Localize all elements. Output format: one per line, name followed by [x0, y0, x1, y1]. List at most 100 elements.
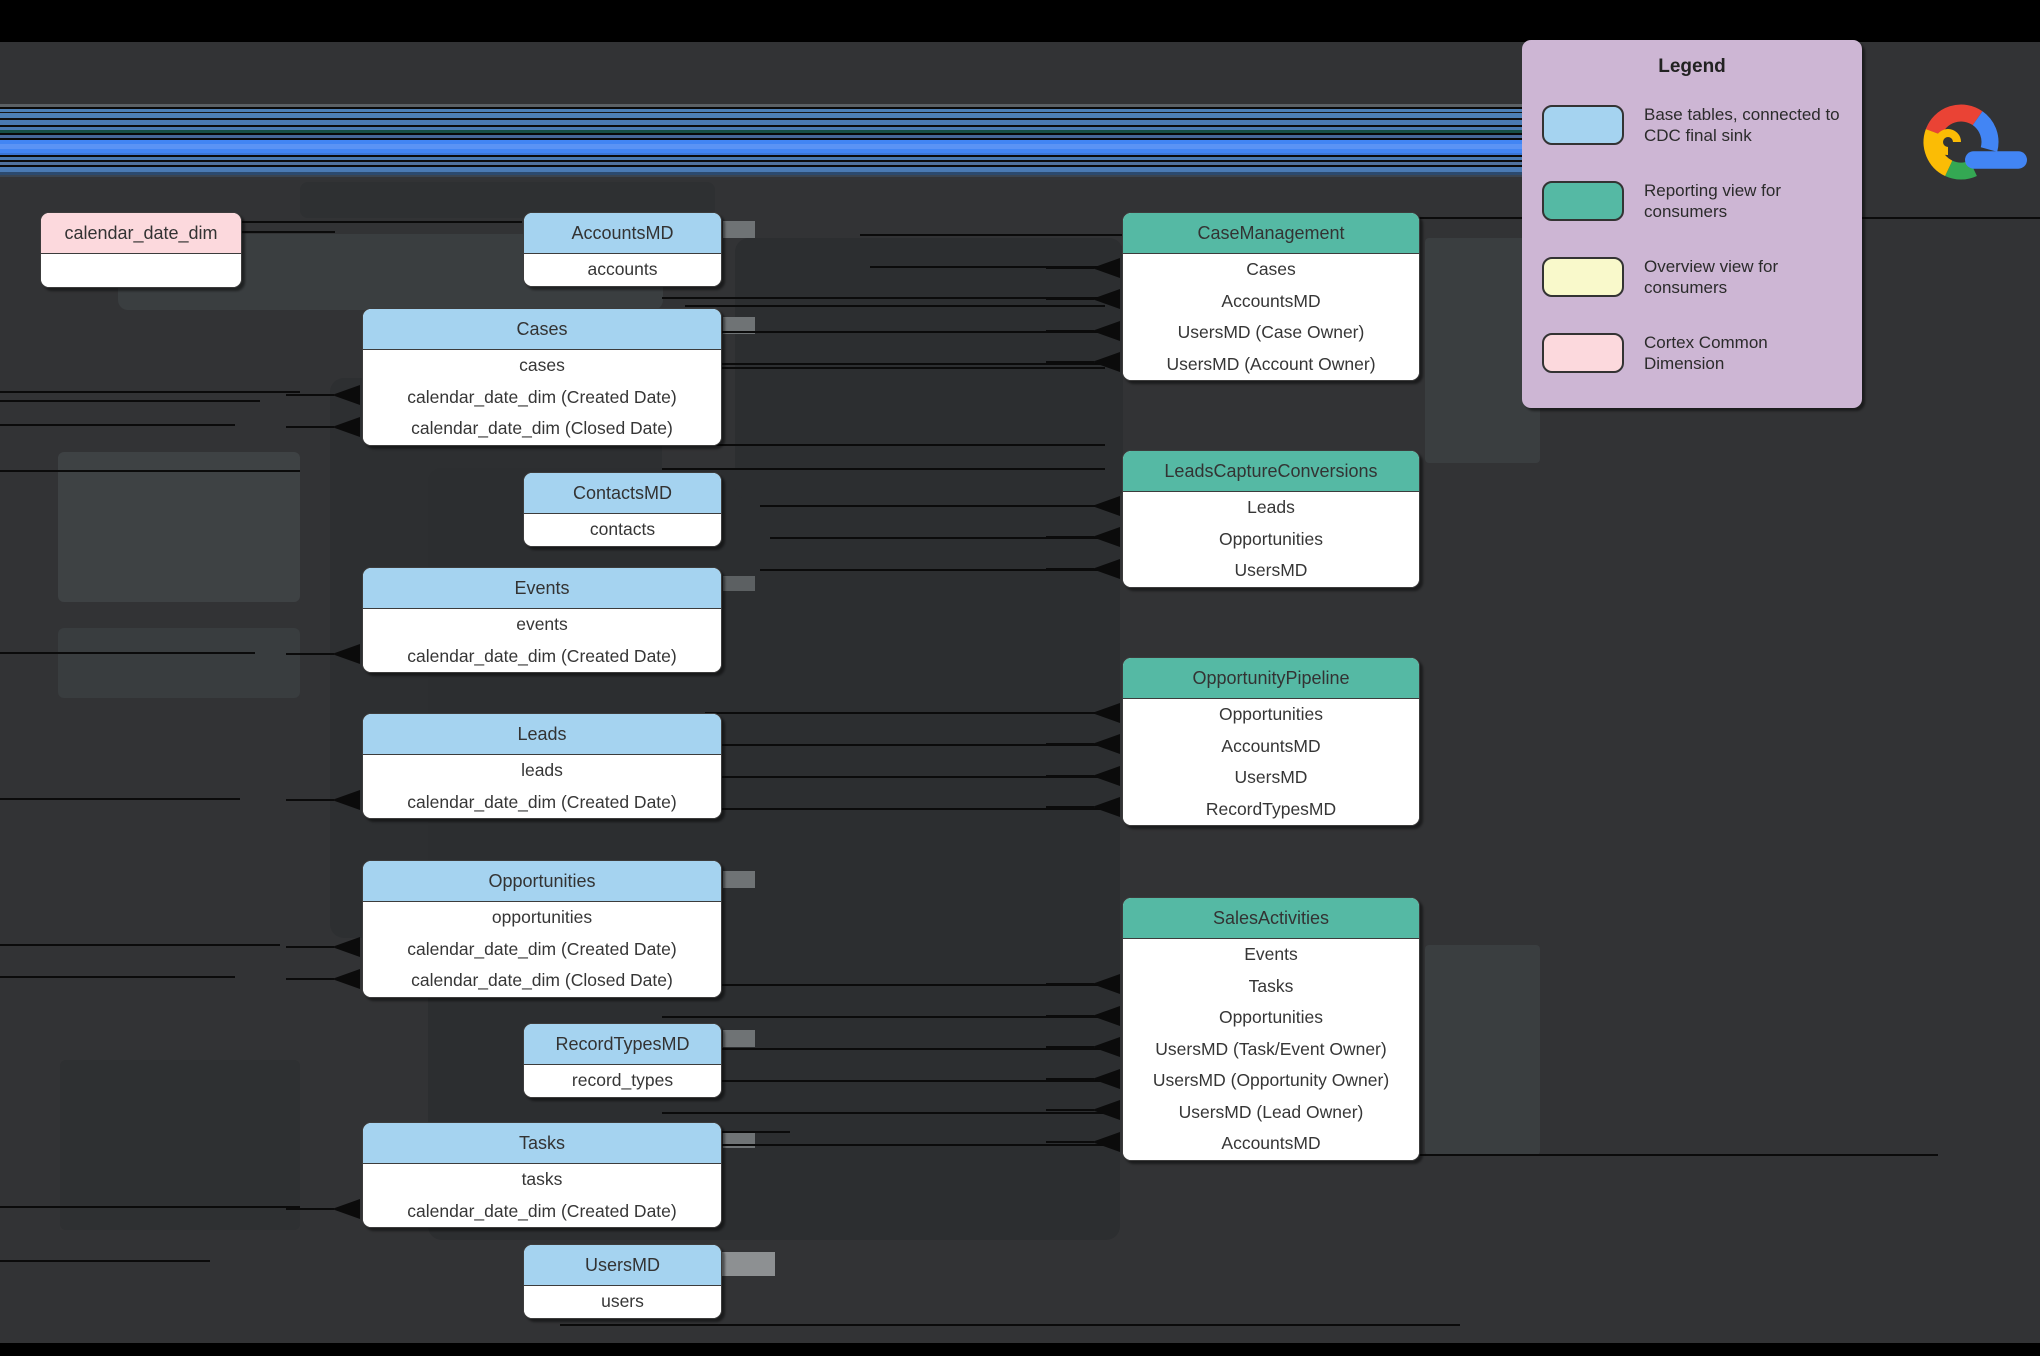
- glitch-tab: [723, 1131, 755, 1148]
- connector-arrowhead-icon: [1092, 527, 1120, 548]
- connector-line: [1046, 711, 1094, 714]
- entity-row: calendar_date_dim (Created Date): [363, 786, 721, 818]
- legend-swatch-common-dimension: [1542, 333, 1624, 373]
- legend-swatch-base-tables: [1542, 105, 1624, 145]
- legend-label: Cortex Common Dimension: [1644, 333, 1768, 373]
- connector-arrowhead-icon: [1092, 1100, 1120, 1121]
- connector-line: [240, 231, 335, 233]
- connector-arrowhead-icon: [332, 968, 360, 989]
- connector-line: [240, 221, 522, 223]
- connector-line: [0, 1260, 210, 1262]
- entity-row: calendar_date_dim (Closed Date): [363, 965, 721, 997]
- connector-line: [705, 1080, 1105, 1082]
- connector-line: [286, 1208, 334, 1211]
- legend-item-common-dimension: Cortex Common Dimension: [1542, 332, 1842, 374]
- legend-swatch-reporting-view: [1542, 181, 1624, 221]
- connector-line: [685, 367, 1105, 369]
- connector-line: [286, 946, 334, 949]
- connector-line: [1046, 983, 1094, 986]
- connector-line: [705, 712, 1105, 714]
- glitch-blob: [735, 238, 1123, 500]
- glitch-tab: [723, 576, 755, 591]
- glitch-blob: [1425, 238, 1540, 463]
- connector-line: [1046, 743, 1094, 746]
- connector-line: [0, 391, 300, 393]
- connector-line: [662, 468, 1105, 470]
- connector-line: [0, 798, 240, 800]
- connector-line: [0, 470, 300, 472]
- entity-row: UsersMD (Task/Event Owner): [1123, 1033, 1419, 1065]
- connector-line: [1046, 1109, 1094, 1112]
- connector-line: [1046, 298, 1094, 301]
- connector-line: [1046, 504, 1094, 507]
- connector-arrowhead-icon: [1092, 974, 1120, 995]
- connector-line: [662, 1016, 1105, 1018]
- connector-line: [286, 394, 334, 397]
- legend-title: Legend: [1658, 56, 1726, 77]
- entity-row: UsersMD (Case Owner): [1123, 317, 1419, 349]
- entity-row: calendar_date_dim (Created Date): [363, 640, 721, 672]
- glitch-blob: [58, 452, 300, 602]
- entity-row: users: [524, 1286, 721, 1318]
- connector-arrowhead-icon: [1092, 495, 1120, 516]
- legend-label: Base tables, connected to CDC final sink: [1644, 105, 1840, 145]
- connector-line: [720, 1131, 790, 1133]
- entity-row: record_types: [524, 1065, 721, 1097]
- connector-line: [0, 1206, 300, 1208]
- connector-line: [760, 505, 1105, 507]
- entity-title: Opportunities: [363, 861, 721, 902]
- entity-row: AccountsMD: [1123, 285, 1419, 317]
- connector-line: [1418, 1154, 1938, 1156]
- entity-title: Tasks: [363, 1123, 721, 1164]
- connector-arrowhead-icon: [1092, 558, 1120, 579]
- connector-arrowhead-icon: [1092, 1037, 1120, 1058]
- glitch-tab: [723, 1030, 755, 1047]
- entity-row: Tasks: [1123, 970, 1419, 1002]
- connector-line: [0, 976, 235, 978]
- entity-row: Leads: [1123, 492, 1419, 524]
- connector-line: [662, 744, 1105, 746]
- connector-line: [705, 984, 1105, 986]
- connector-line: [1046, 536, 1094, 539]
- glitch-blob: [60, 1060, 300, 1230]
- connector-arrowhead-icon: [1092, 1005, 1120, 1026]
- glitch-blob: [1425, 945, 1540, 1155]
- entity-row: RecordTypesMD: [1123, 793, 1419, 825]
- connector-line: [705, 776, 1105, 778]
- glitch-blob: [58, 628, 300, 698]
- connector-line: [1046, 329, 1094, 332]
- connector-line: [1046, 1014, 1094, 1017]
- entity-title: RecordTypesMD: [524, 1024, 721, 1065]
- legend-item-base-tables: Base tables, connected to CDC final sink: [1542, 104, 1842, 146]
- connector-arrowhead-icon: [332, 416, 360, 437]
- connector-line: [560, 1324, 1460, 1326]
- entity-row: Events: [1123, 939, 1419, 971]
- connector-line: [0, 944, 280, 946]
- connector-line: [1046, 806, 1094, 809]
- entity-row: UsersMD (Lead Owner): [1123, 1096, 1419, 1128]
- top-black-band: [0, 0, 2040, 42]
- entity-row: accounts: [524, 254, 721, 286]
- connector-line: [1046, 774, 1094, 777]
- legend: Legend Base tables, connected to CDC fin…: [1522, 40, 1862, 408]
- connector-line: [662, 1112, 1105, 1114]
- connector-line: [640, 1144, 1105, 1146]
- connector-line: [1046, 1140, 1094, 1143]
- connector-arrowhead-icon: [332, 937, 360, 958]
- connector-line: [680, 444, 1105, 446]
- glitch-tab: [723, 871, 755, 888]
- connector-line: [662, 363, 1105, 365]
- entity-title: calendar_date_dim: [41, 213, 241, 254]
- connector-arrowhead-icon: [1092, 765, 1120, 786]
- bottom-black-band: [0, 1343, 2040, 1356]
- connector-line: [0, 424, 235, 426]
